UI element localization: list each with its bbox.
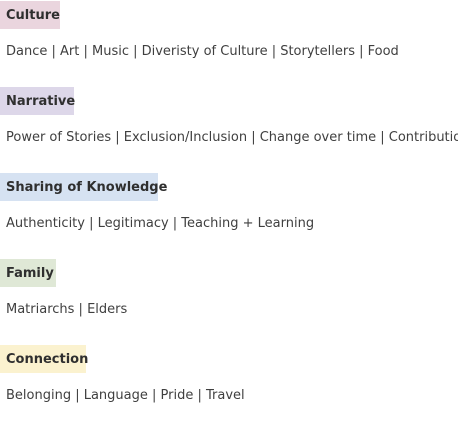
section-connection: Connection Belonging | Language | Pride … — [0, 345, 458, 431]
section-title-family: Family — [0, 259, 56, 287]
section-title-narrative: Narrative — [0, 87, 75, 115]
section-items-family: Matriarchs | Elders — [6, 302, 128, 317]
section-title-culture: Culture — [0, 1, 60, 29]
section-title-connection: Connection — [0, 345, 88, 373]
section-items-connection: Belonging | Language | Pride | Travel — [6, 388, 245, 403]
section-items-culture: Dance | Art | Music | Diveristy of Cultu… — [6, 44, 399, 59]
section-culture: Culture Dance | Art | Music | Diveristy … — [0, 1, 458, 87]
section-sharing-of-knowledge: Sharing of Knowledge Authenticity | Legi… — [0, 173, 458, 259]
section-items-narrative: Power of Stories | Exclusion/Inclusion |… — [6, 130, 458, 145]
section-family: Family Matriarchs | Elders — [0, 259, 458, 345]
section-items-sharing-of-knowledge: Authenticity | Legitimacy | Teaching + L… — [6, 216, 315, 231]
section-narrative: Narrative Power of Stories | Exclusion/I… — [0, 87, 458, 173]
section-title-sharing-of-knowledge: Sharing of Knowledge — [0, 173, 167, 201]
